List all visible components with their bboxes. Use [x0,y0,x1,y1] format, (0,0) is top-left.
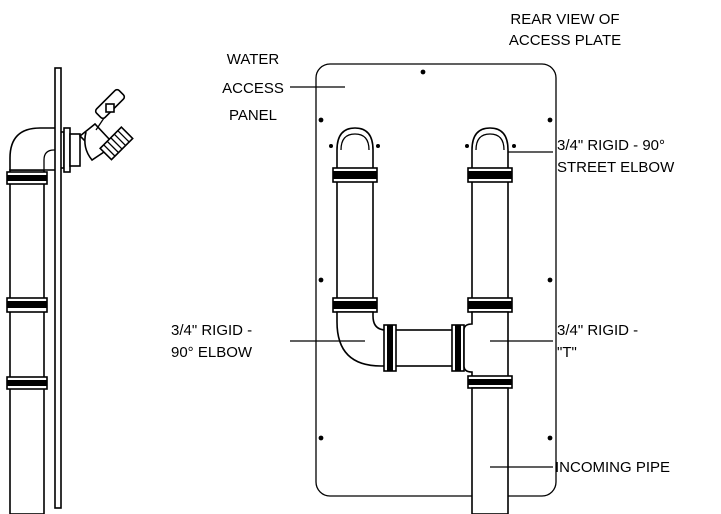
access-panel [315,63,557,497]
incoming-pipe-label: INCOMING PIPE [555,459,670,476]
tee-fitting [463,311,509,379]
leader-lines [290,86,553,468]
elbow-label-line2: 90° ELBOW [171,344,253,361]
panel-label-line1: WATER [227,51,280,68]
rear-view [315,63,557,514]
side-pipe [9,169,45,514]
elbow-screws [329,144,516,148]
tee-label-line2: "T" [557,344,577,361]
side-plate [54,67,62,509]
screw-holes [318,69,553,441]
side-view [6,67,134,514]
incoming-pipe-body [471,387,509,514]
left-street-elbow [336,127,374,173]
left-90-elbow [336,311,387,367]
right-street-elbow [471,127,509,173]
tee-label-line1: 3/4" RIGID - [557,322,638,339]
street-elbow-label-line1: 3/4" RIGID - 90° [557,137,665,154]
horizontal-pipe [391,329,455,367]
hose-bib-icon [78,88,134,162]
left-pipe [336,175,374,307]
panel-label-line3: PANEL [229,107,277,124]
side-elbow [9,127,59,171]
right-pipe [471,175,509,307]
elbow-label-line1: 3/4" RIGID - [171,322,252,339]
rear-view-label-line2: ACCESS PLATE [509,32,621,49]
rear-view-label-line1: REAR VIEW OF [510,11,619,28]
street-elbow-label-line2: STREET ELBOW [557,159,675,176]
panel-label-line2: ACCESS [222,80,284,97]
